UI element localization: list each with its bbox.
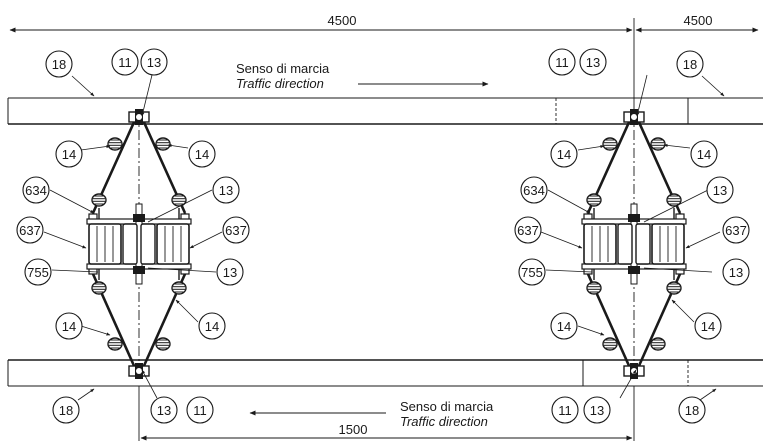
callout-13-mid-left: 13 xyxy=(212,176,240,204)
traffic-direction-bottom-en: Traffic direction xyxy=(400,414,488,429)
callout-637-right-a: 637 xyxy=(514,216,542,244)
svg-text:14: 14 xyxy=(205,319,219,334)
svg-text:13: 13 xyxy=(223,265,237,280)
dimension-top-right: 4500 xyxy=(684,13,713,28)
svg-text:13: 13 xyxy=(713,183,727,198)
svg-text:634: 634 xyxy=(523,183,545,198)
svg-text:11: 11 xyxy=(193,403,207,418)
svg-text:13: 13 xyxy=(729,265,743,280)
svg-text:14: 14 xyxy=(701,319,715,334)
svg-text:634: 634 xyxy=(25,183,47,198)
callout-18-top-left: 18 xyxy=(45,50,73,78)
callout-13-lower-left: 13 xyxy=(216,258,244,286)
callout-13-lower-right: 13 xyxy=(722,258,750,286)
svg-text:13: 13 xyxy=(586,55,600,70)
callout-755-right: 755 xyxy=(518,258,546,286)
svg-text:14: 14 xyxy=(62,147,76,162)
svg-text:637: 637 xyxy=(517,223,539,238)
callout-13-bottom-left: 13 xyxy=(150,396,178,424)
callout-18-top-right: 18 xyxy=(676,50,704,78)
svg-text:18: 18 xyxy=(52,57,66,72)
callout-14-upper-right-a: 14 xyxy=(550,140,578,168)
callout-14-upper-left-a: 14 xyxy=(55,140,83,168)
svg-text:18: 18 xyxy=(685,403,699,418)
callout-637-right-b: 637 xyxy=(722,216,750,244)
svg-text:14: 14 xyxy=(62,319,76,334)
svg-text:18: 18 xyxy=(683,57,697,72)
callout-11-top-left: 11 xyxy=(111,48,139,76)
svg-text:11: 11 xyxy=(118,55,132,70)
svg-text:18: 18 xyxy=(59,403,73,418)
callout-11-top-right: 11 xyxy=(548,48,576,76)
callout-634-right: 634 xyxy=(520,176,548,204)
callout-637-left-a: 637 xyxy=(16,216,44,244)
callout-14-lower-left-a: 14 xyxy=(55,312,83,340)
traffic-direction-bottom-it: Senso di marcia xyxy=(400,399,494,414)
callout-13-mid-right: 13 xyxy=(706,176,734,204)
svg-text:11: 11 xyxy=(555,55,569,70)
callout-14-upper-left-b: 14 xyxy=(188,140,216,168)
svg-text:14: 14 xyxy=(557,319,571,334)
svg-text:11: 11 xyxy=(558,403,572,418)
svg-text:637: 637 xyxy=(725,223,747,238)
callout-637-left-b: 637 xyxy=(222,216,250,244)
callout-634-left: 634 xyxy=(22,176,50,204)
svg-text:14: 14 xyxy=(195,147,209,162)
callout-755-left: 755 xyxy=(24,258,52,286)
dimension-top-left: 4500 xyxy=(328,13,357,28)
callout-11-bottom-left: 11 xyxy=(186,396,214,424)
damper-assembly-right xyxy=(582,109,686,380)
traffic-direction-top-en: Traffic direction xyxy=(236,76,324,91)
callout-18-bottom-left: 18 xyxy=(52,396,80,424)
svg-text:755: 755 xyxy=(27,265,49,280)
damper-assembly-left xyxy=(87,109,191,380)
callout-14-lower-right-a: 14 xyxy=(550,312,578,340)
svg-text:14: 14 xyxy=(557,147,571,162)
traffic-direction-top-it: Senso di marcia xyxy=(236,61,330,76)
callout-18-bottom-right: 18 xyxy=(678,396,706,424)
svg-text:14: 14 xyxy=(697,147,711,162)
callout-13-bottom-right: 13 xyxy=(583,396,611,424)
svg-text:13: 13 xyxy=(157,403,171,418)
callout-11-bottom-right: 11 xyxy=(551,396,579,424)
callout-14-lower-left-b: 14 xyxy=(198,312,226,340)
svg-text:13: 13 xyxy=(147,55,161,70)
callout-14-lower-right-b: 14 xyxy=(694,312,722,340)
svg-text:13: 13 xyxy=(219,183,233,198)
callout-14-upper-right-b: 14 xyxy=(690,140,718,168)
svg-text:755: 755 xyxy=(521,265,543,280)
leader-lines xyxy=(43,74,725,401)
svg-text:13: 13 xyxy=(590,403,604,418)
dimension-lines xyxy=(9,18,759,441)
svg-text:637: 637 xyxy=(225,223,247,238)
callout-13-top-left: 13 xyxy=(140,48,168,76)
svg-text:637: 637 xyxy=(19,223,41,238)
callout-13-top-right: 13 xyxy=(579,48,607,76)
dimension-bottom: 1500 xyxy=(339,422,368,437)
